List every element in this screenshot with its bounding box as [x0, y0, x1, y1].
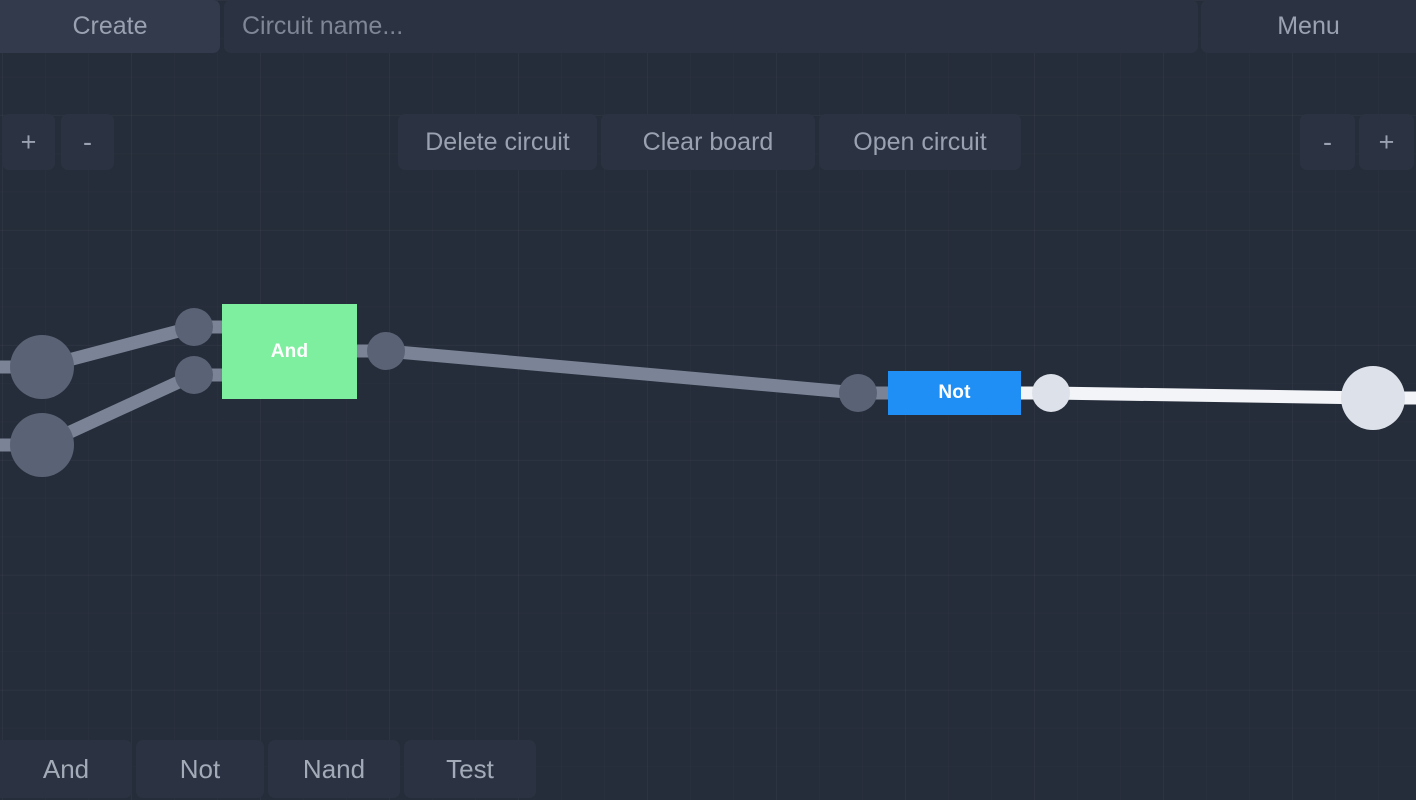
- palette-item-and[interactable]: And: [0, 740, 132, 798]
- clear-board-button[interactable]: Clear board: [601, 114, 815, 170]
- secondary-toolbar: + - Delete circuit Clear board Open circ…: [0, 57, 1416, 170]
- output-node[interactable]: [1341, 366, 1405, 430]
- pan-left-button[interactable]: -: [1300, 114, 1355, 170]
- and-gate[interactable]: And: [222, 304, 357, 399]
- not-output-pin[interactable]: [1032, 374, 1070, 412]
- palette-item-test[interactable]: Test: [404, 740, 536, 798]
- not-input-pin[interactable]: [839, 374, 877, 412]
- and-output-pin[interactable]: [367, 332, 405, 370]
- not-gate[interactable]: Not: [888, 371, 1021, 415]
- and-input-pin-2[interactable]: [175, 356, 213, 394]
- wire-not-out-to-output[interactable]: [1050, 386, 1374, 405]
- open-circuit-button[interactable]: Open circuit: [819, 114, 1021, 170]
- pan-right-button[interactable]: +: [1359, 114, 1414, 170]
- circuit-name-input[interactable]: [224, 0, 1198, 53]
- create-button[interactable]: Create: [0, 0, 220, 53]
- zoom-out-button[interactable]: -: [61, 114, 114, 170]
- input-node-b[interactable]: [10, 413, 74, 477]
- palette-item-not[interactable]: Not: [136, 740, 264, 798]
- gate-palette: And Not Nand Test: [0, 740, 1416, 798]
- zoom-in-button[interactable]: +: [2, 114, 55, 170]
- wire-and-out-to-not-in[interactable]: [385, 344, 859, 400]
- and-input-pin-1[interactable]: [175, 308, 213, 346]
- input-node-a[interactable]: [10, 335, 74, 399]
- delete-circuit-button[interactable]: Delete circuit: [398, 114, 597, 170]
- menu-button[interactable]: Menu: [1201, 0, 1416, 53]
- top-toolbar: Create Menu: [0, 0, 1416, 53]
- palette-item-nand[interactable]: Nand: [268, 740, 400, 798]
